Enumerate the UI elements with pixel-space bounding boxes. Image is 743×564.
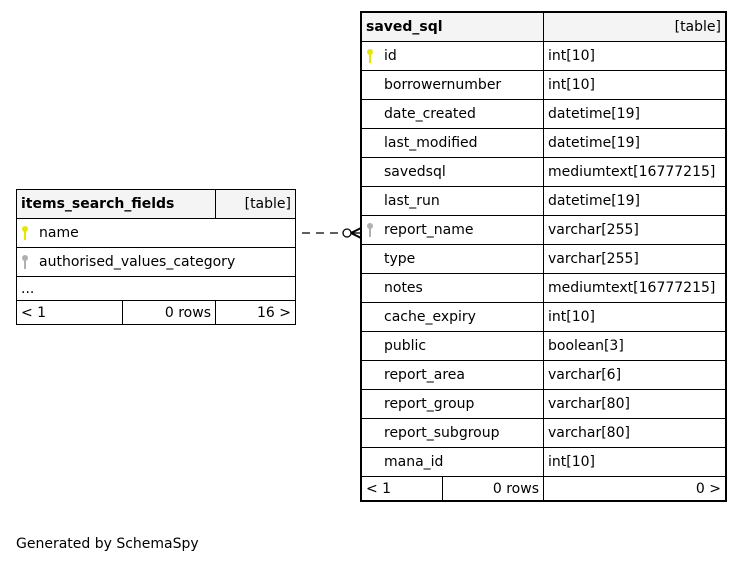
column-name-cell: report_group [361,389,544,419]
column-row[interactable]: public boolean[3] [361,331,726,361]
column-row[interactable]: authorised_values_category [16,247,296,277]
column-name-cell: date_created [361,99,544,129]
column-type: varchar[255] [543,244,726,274]
column-type: int[10] [543,70,726,100]
column-name-cell: id [361,41,544,71]
column-row[interactable]: report_group varchar[80] [361,389,726,419]
column-name-cell: last_modified [361,128,544,158]
column-type: varchar[6] [543,360,726,390]
column-name: report_group [384,396,475,412]
column-name: last_run [384,193,440,209]
column-row[interactable]: report_name varchar[255] [361,215,726,245]
column-name-cell: notes [361,273,544,303]
column-name-cell: report_name [361,215,544,245]
column-name-cell: borrowernumber [361,70,544,100]
column-row[interactable]: id int[10] [361,41,726,71]
column-type: varchar[80] [543,389,726,419]
column-type: varchar[255] [543,215,726,245]
column-name-cell: public [361,331,544,361]
column-type: boolean[3] [543,331,726,361]
primary-key-icon [21,225,39,241]
column-type: int[10] [543,447,726,477]
column-name-cell: type [361,244,544,274]
column-name: report_area [384,367,465,383]
column-type: mediumtext[16777215] [543,157,726,187]
column-name: authorised_values_category [39,253,236,270]
row-count: 0 rows [442,476,544,501]
column-name: report_subgroup [384,425,500,441]
column-name: type [384,251,416,267]
column-name-cell: savedsql [361,157,544,187]
row-count: 0 rows [122,300,216,325]
column-name: public [384,338,427,354]
column-row[interactable]: name [16,218,296,248]
column-type: int[10] [543,41,726,71]
parents-count[interactable]: < 1 [361,476,443,501]
generated-by-label: Generated by SchemaSpy [16,536,199,552]
column-name: id [384,47,397,64]
column-name: mana_id [384,454,444,470]
column-name: last_modified [384,135,478,151]
foreign-key-icon [21,254,39,270]
column-type: mediumtext[16777215] [543,273,726,303]
column-name: cache_expiry [384,309,476,325]
column-name-cell: cache_expiry [361,302,544,332]
table-kind: [table] [543,12,726,42]
more-columns: ... [16,276,296,301]
column-row[interactable]: cache_expiry int[10] [361,302,726,332]
column-name: borrowernumber [384,77,502,93]
children-count[interactable]: 0 > [543,476,726,501]
column-name-cell: report_subgroup [361,418,544,448]
column-type: varchar[80] [543,418,726,448]
column-row[interactable]: date_created datetime[19] [361,99,726,129]
primary-key-icon [366,48,384,64]
column-type: int[10] [543,302,726,332]
column-name-cell: mana_id [361,447,544,477]
column-row[interactable]: borrowernumber int[10] [361,70,726,100]
column-name-cell: last_run [361,186,544,216]
table-name: saved_sql [361,12,544,42]
parents-count[interactable]: < 1 [16,300,123,325]
column-type: datetime[19] [543,99,726,129]
foreign-key-icon [366,222,384,238]
column-row[interactable]: savedsql mediumtext[16777215] [361,157,726,187]
column-row[interactable]: type varchar[255] [361,244,726,274]
table-name: items_search_fields [16,189,216,219]
column-name: name [39,224,79,241]
column-row[interactable]: last_run datetime[19] [361,186,726,216]
column-name: date_created [384,106,476,122]
children-count[interactable]: 16 > [215,300,296,325]
column-row[interactable]: last_modified datetime[19] [361,128,726,158]
column-name: savedsql [384,164,446,180]
column-name-cell: report_area [361,360,544,390]
column-name: notes [384,280,423,296]
column-type: datetime[19] [543,128,726,158]
table-items-search-fields[interactable]: items_search_fields[table] name authoris… [16,189,296,325]
column-row[interactable]: report_area varchar[6] [361,360,726,390]
column-row[interactable]: report_subgroup varchar[80] [361,418,726,448]
table-kind: [table] [215,189,296,219]
column-row[interactable]: notes mediumtext[16777215] [361,273,726,303]
column-name: report_name [384,221,474,238]
column-type: datetime[19] [543,186,726,216]
column-row[interactable]: mana_id int[10] [361,447,726,477]
